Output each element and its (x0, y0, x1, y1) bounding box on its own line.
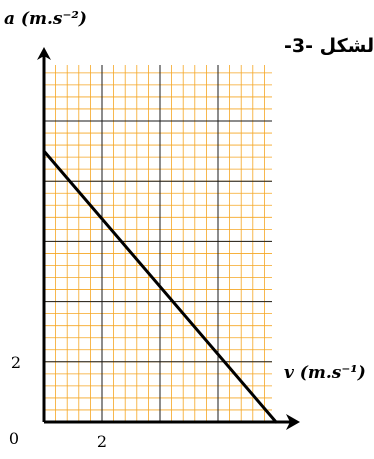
grid-background (44, 65, 272, 422)
x-axis-label: v (m.s⁻¹) (284, 363, 366, 383)
grid-background-rect (44, 65, 272, 422)
y-tick-label: 2 (11, 353, 21, 372)
series-line-0 (42, 149, 278, 424)
series-layer (42, 149, 278, 424)
x-axis-arrow (286, 414, 300, 430)
origin-label: 0 (9, 429, 19, 448)
y-axis-arrow (37, 47, 51, 60)
tick-labels: 22 (11, 353, 107, 451)
figure-title: الشكل -3- (284, 35, 374, 57)
axes (37, 47, 300, 430)
x-tick-label: 2 (97, 432, 107, 451)
major-grid-lines (44, 65, 272, 422)
y-axis-label: a (m.s⁻²) (4, 9, 87, 29)
